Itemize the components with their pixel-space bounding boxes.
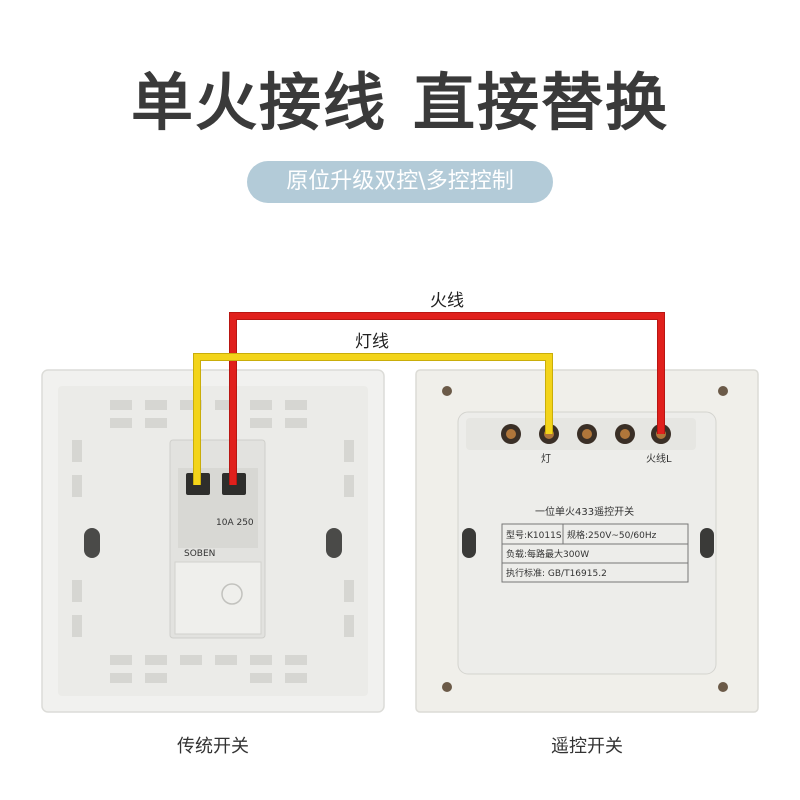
subtitle-badge: 原位升级双控\多控控制 xyxy=(247,161,553,203)
label-title: 一位单火433遥控开关 xyxy=(535,505,634,518)
remote-switch-caption: 遥控开关 xyxy=(551,736,623,757)
terminal-lamp-label: 灯 xyxy=(541,453,551,465)
label-standard: 执行标准: GB/T16915.2 xyxy=(506,567,607,579)
live-wire xyxy=(229,312,665,485)
label-model: 型号:K1011S xyxy=(506,530,562,541)
remote-switch-back xyxy=(415,369,759,713)
module-brand: SOBEN xyxy=(184,549,215,559)
title-part1: 单火接线 xyxy=(130,66,387,139)
live-wire-label: 火线 xyxy=(430,291,464,311)
label-load: 负载:每路最大300W xyxy=(506,548,589,560)
label-spec: 规格:250V~50/60Hz xyxy=(567,529,657,541)
module-rating: 10A 250 xyxy=(216,518,254,528)
traditional-switch-caption: 传统开关 xyxy=(177,736,249,757)
traditional-switch-back xyxy=(41,369,385,713)
page-title: 单火接线直接替换 xyxy=(0,52,800,142)
lamp-wire xyxy=(193,353,553,485)
title-part2: 直接替换 xyxy=(413,66,670,139)
lamp-wire-label: 灯线 xyxy=(355,332,389,352)
terminal-live-label: 火线L xyxy=(646,452,672,465)
